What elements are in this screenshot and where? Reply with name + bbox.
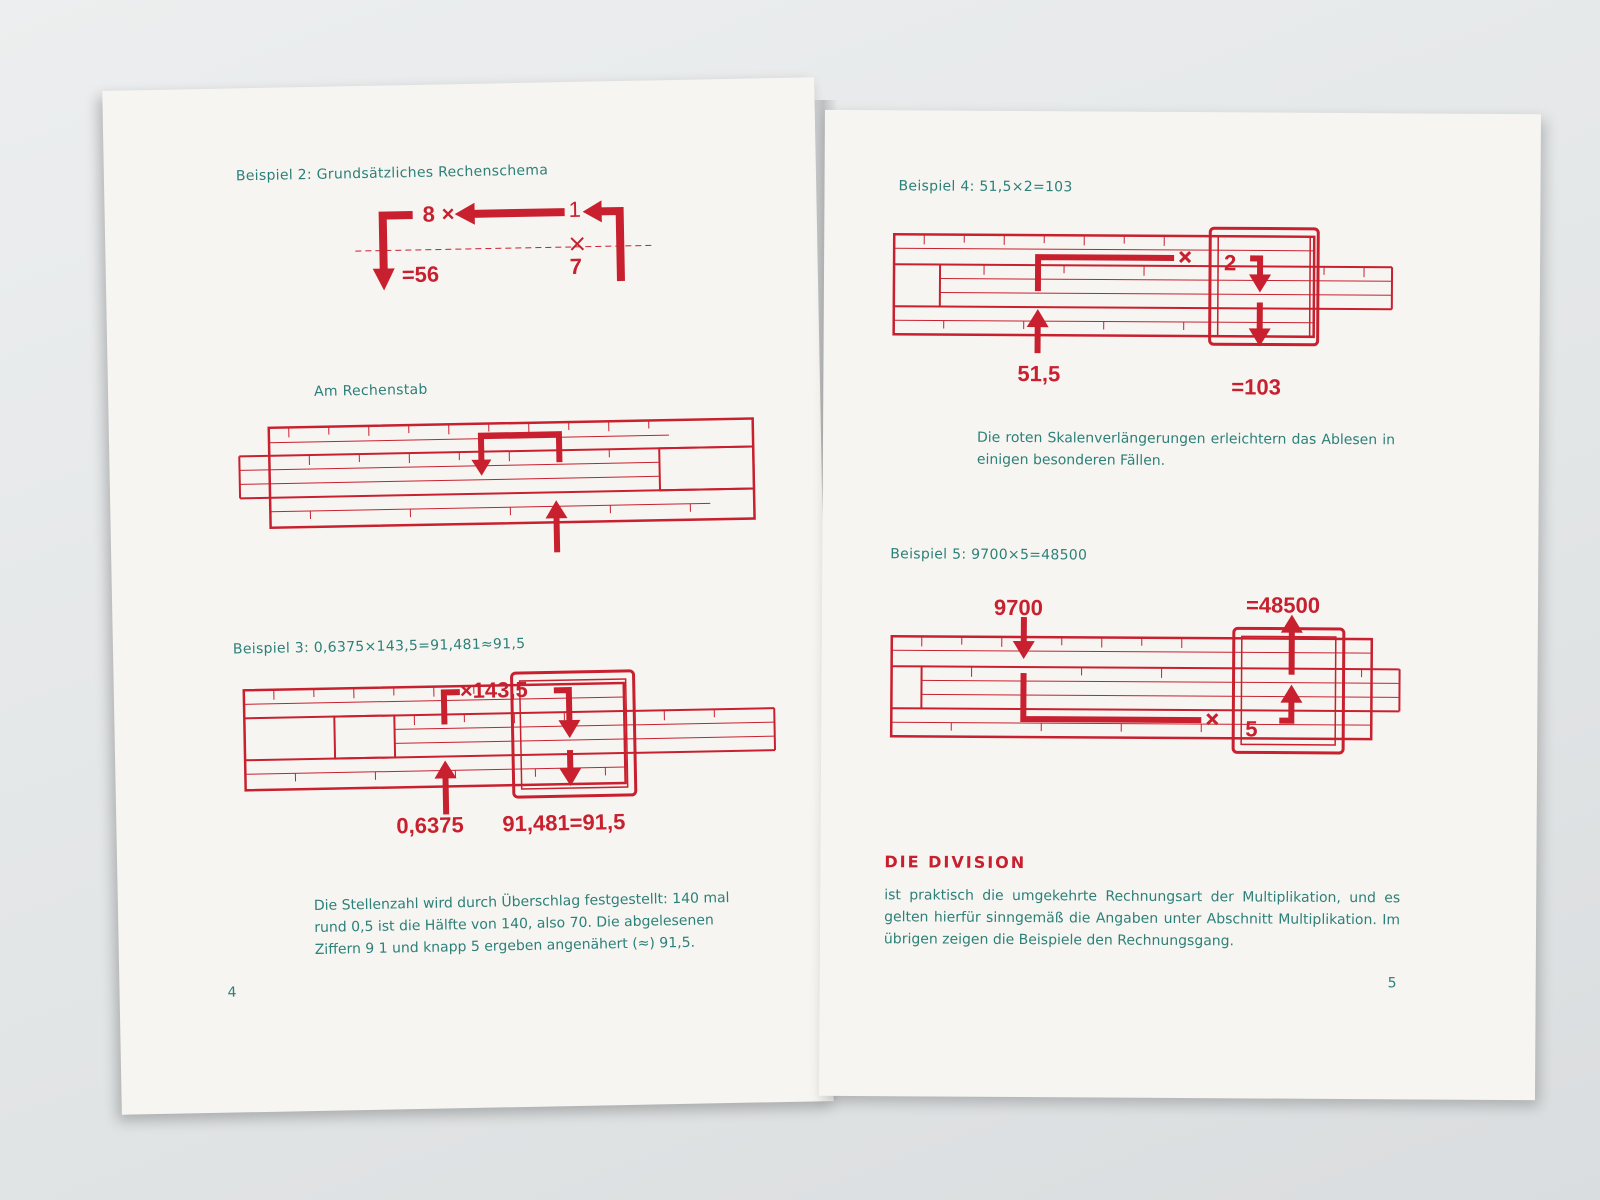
example5-label: Beispiel 5: 9700×5=48500 <box>890 546 1088 564</box>
slide-rule-example3 <box>242 669 777 815</box>
example4-multiplier: 2 <box>1224 250 1237 276</box>
scheme-factor-b: 7 <box>569 253 583 279</box>
slide-rule-label: Am Rechenstab <box>313 381 428 400</box>
scheme-times-sign: × <box>441 201 455 227</box>
example3-label: Beispiel 3: 0,6375×143,5=91,481≈91,5 <box>232 635 526 658</box>
left-body-text: Die Stellenzahl wird durch Überschlag fe… <box>313 890 730 959</box>
example3-input: 0,6375 <box>396 812 464 839</box>
example5-result: =48500 <box>1245 592 1321 618</box>
scheme-factor-a: 8 <box>422 201 436 227</box>
page-number-left: 4 <box>227 984 237 1001</box>
slide-rule-example4 <box>892 226 1394 354</box>
example4-result: =103 <box>1231 374 1281 400</box>
example5-multiplier: 5 <box>1245 716 1258 742</box>
example5-input: 9700 <box>993 594 1044 621</box>
note-text: Die roten Skalenverlängerungen erleichte… <box>976 429 1396 469</box>
slide-rule-example2 <box>238 417 756 553</box>
division-text: ist praktisch die umgekehrte Rechnungsar… <box>883 887 1401 950</box>
page-number-right: 5 <box>1387 975 1397 992</box>
scheme-one: 1 <box>568 196 582 222</box>
scheme-diagram <box>355 200 654 291</box>
example4-input: 51,5 <box>1017 361 1061 387</box>
example3-multiplier: ×143,5 <box>459 676 528 704</box>
right-page: Beispiel 4: 51,5×2=103 2 51,5 =1 <box>818 109 1542 1101</box>
left-page: Beispiel 2: Grundsätzliches Rechenschema… <box>102 77 834 1115</box>
slide-rule-example5 <box>889 614 1401 755</box>
division-heading: DIE DIVISION <box>884 852 1027 873</box>
example4-label: Beispiel 4: 51,5×2=103 <box>898 178 1073 196</box>
scheme-result: =56 <box>401 261 440 288</box>
example3-result: 91,481=91,5 <box>502 809 626 837</box>
